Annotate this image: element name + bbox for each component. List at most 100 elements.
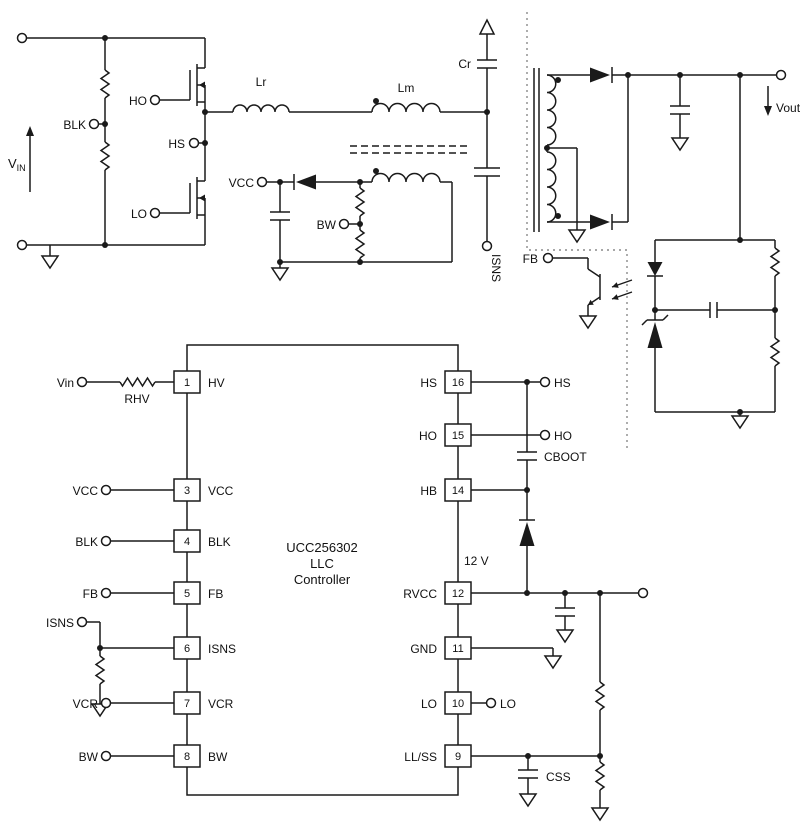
svg-text:HV: HV (208, 376, 225, 390)
svg-text:LO: LO (421, 697, 437, 711)
ic-left-externals: Vin RHV VCC BLK FB ISNS VCR BW (46, 376, 174, 764)
label-vcc: VCC (229, 176, 255, 190)
svg-text:LL/SS: LL/SS (404, 750, 437, 764)
vout-arrow-icon (764, 106, 772, 116)
svg-text:BLK: BLK (208, 535, 231, 549)
svg-text:ISNS: ISNS (208, 642, 236, 656)
svg-text:4: 4 (184, 536, 190, 548)
svg-text:7: 7 (184, 698, 190, 710)
bw-divider-resistor-2 (354, 229, 366, 259)
svg-text:15: 15 (452, 430, 464, 442)
secondary-polarity-dot (555, 213, 561, 219)
isns-capacitor-icon (474, 167, 500, 177)
vin-port-terminal (76, 376, 88, 388)
vin-plus-terminal (16, 32, 28, 44)
label-isns-port: ISNS (46, 616, 74, 630)
vcc-terminal (256, 176, 268, 188)
svg-text:RVCC: RVCC (403, 587, 437, 601)
svg-text:HB: HB (420, 484, 437, 498)
vout-terminal (775, 69, 787, 81)
ic-pin-12-rvcc: 12 RVCC (403, 581, 472, 605)
ground-symbol (543, 655, 563, 670)
feedback-network: FB (523, 75, 781, 430)
rvcc-port-terminal (637, 587, 649, 599)
lr-inductor-icon (232, 104, 290, 113)
label-bw-port: BW (79, 750, 99, 764)
svg-text:10: 10 (452, 698, 464, 710)
bias-supply: VCC BW (229, 168, 453, 282)
label-fb: FB (523, 252, 538, 266)
hs-terminal (188, 137, 200, 149)
ic-pin-16-hs: 16 HS (420, 370, 472, 394)
fb-port-terminal (100, 587, 112, 599)
isns-terminal (481, 240, 493, 252)
label-vin-port: Vin (57, 376, 74, 390)
compensation-capacitor-icon (709, 302, 718, 318)
bw-divider-resistor-1 (354, 187, 366, 217)
isns-resistor (94, 655, 106, 685)
controller-ic: UCC256302 LLC Controller 1 HV 3 VCC 4 BL… (173, 344, 472, 796)
svg-text:VCR: VCR (208, 697, 234, 711)
ground-symbol (518, 793, 538, 808)
svg-text:1: 1 (184, 377, 190, 389)
fb-divider-resistor-2 (769, 337, 781, 367)
vcc-port-terminal (100, 484, 112, 496)
ground-symbol (567, 229, 587, 244)
high-side-mosfet-icon (159, 38, 206, 181)
vcc-diode-icon (293, 174, 316, 190)
svg-text:HS: HS (420, 376, 437, 390)
ho-port-terminal (539, 429, 551, 441)
label-isns: ISNS (489, 254, 503, 282)
ic-pin-10-lo: 10 LO (421, 691, 472, 715)
blk-divider-resistor-1 (99, 69, 111, 99)
label-bw: BW (317, 218, 337, 232)
label-lr: Lr (256, 75, 267, 89)
label-12v: 12 V (464, 554, 489, 568)
blk-terminal (88, 118, 100, 130)
svg-text:GND: GND (410, 642, 437, 656)
hs-port-terminal (539, 376, 551, 388)
svg-text:16: 16 (452, 377, 464, 389)
vcr-port-terminal (100, 697, 112, 709)
label-vin: VIN (8, 156, 26, 173)
label-cboot: CBOOT (544, 450, 587, 464)
label-lm: Lm (398, 81, 415, 95)
rail-arrow-icon (478, 18, 496, 35)
llss-resistor-1 (594, 681, 606, 711)
secondary-winding-bottom-icon (546, 151, 557, 223)
bw-terminal (338, 218, 350, 230)
ground-symbol (730, 415, 750, 430)
blk-divider-resistor-2 (99, 141, 111, 171)
svg-text:14: 14 (452, 485, 464, 497)
ho-terminal (149, 94, 161, 106)
cr-capacitor-icon (477, 59, 497, 69)
aux-winding-icon (371, 172, 441, 183)
label-hs-port: HS (554, 376, 571, 390)
vcc-capacitor-icon (270, 211, 290, 221)
ic-body (186, 344, 459, 796)
bootstrap-diode-icon (519, 519, 535, 546)
resonant-tank: Lr Lm Cr ISNS (205, 18, 503, 282)
opto-led-icon (647, 262, 663, 277)
svg-text:9: 9 (455, 751, 461, 763)
ic-right-externals: HS HO CBOOT 12 V (464, 376, 649, 822)
label-rhv: RHV (124, 392, 149, 406)
ic-title-line1: UCC256302 (286, 540, 358, 555)
label-ho-port: HO (554, 429, 572, 443)
svg-text:HO: HO (419, 429, 437, 443)
ground-symbol (270, 267, 290, 282)
transformer-secondary (533, 68, 587, 244)
fb-divider-resistor-1 (769, 247, 781, 277)
ic-pin-14-hb: 14 HB (420, 478, 472, 502)
rectifier-diode-top-icon (590, 67, 613, 83)
cboot-capacitor-icon (517, 451, 537, 461)
svg-text:FB: FB (208, 587, 223, 601)
ic-pin-7-vcr: 7 VCR (173, 691, 234, 715)
rhv-resistor (119, 376, 156, 388)
secondary-winding-top-icon (546, 74, 557, 146)
input-section: BLK VIN (8, 32, 205, 270)
svg-text:5: 5 (184, 588, 190, 600)
label-hs: HS (168, 137, 185, 151)
vin-arrow-icon (26, 126, 34, 136)
